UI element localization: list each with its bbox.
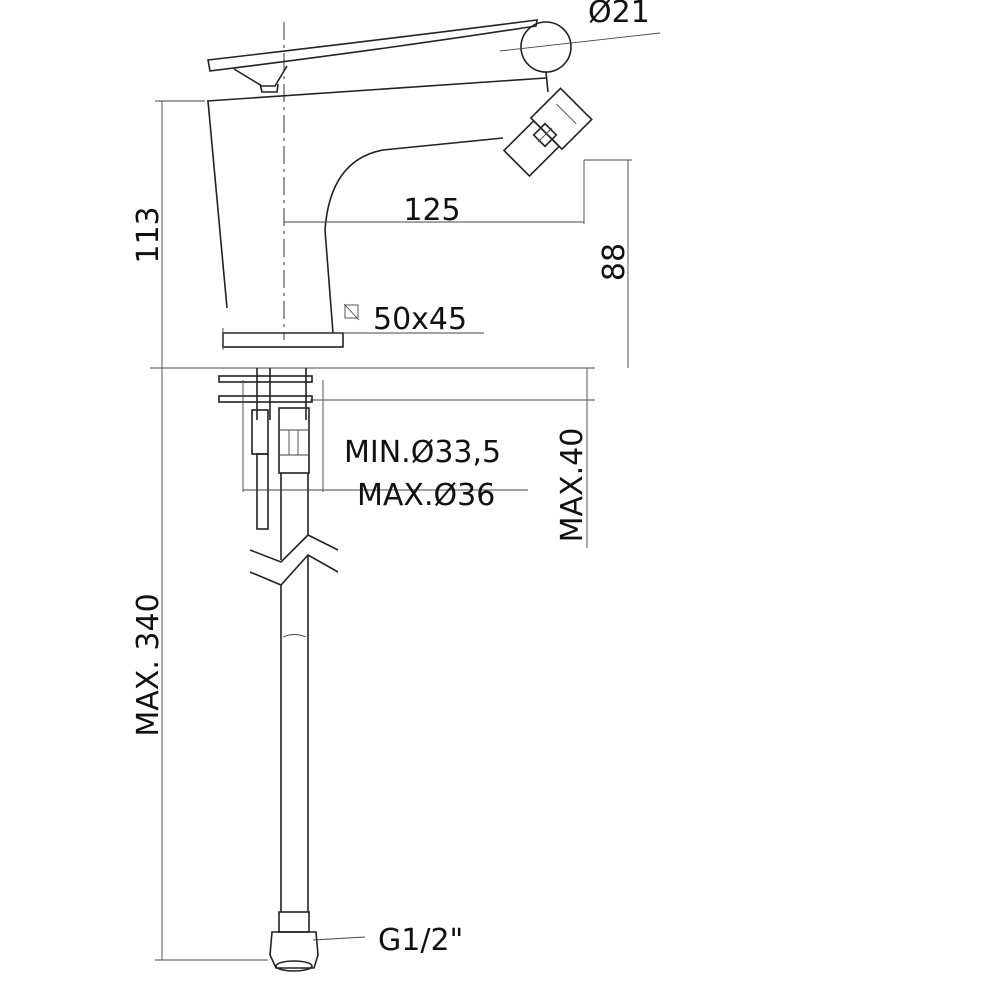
deck-thickness-label: MAX.40 [555, 428, 590, 543]
lever-diameter-label: Ø21 [588, 0, 650, 30]
fixing-assembly [218, 368, 313, 530]
bidet-nozzle [502, 87, 593, 178]
total-height-label: 113 [131, 206, 166, 263]
dimension-lines [155, 100, 632, 961]
hose-length-label: MAX. 340 [131, 593, 166, 736]
connection-label: G1/2" [378, 923, 463, 958]
base-plate [222, 332, 344, 348]
hole-max-label: MAX.Ø36 [357, 478, 495, 513]
mixer-body [206, 71, 549, 334]
hole-min-label: MIN.Ø33,5 [344, 435, 501, 470]
base-size-label: 50x45 [373, 302, 467, 337]
flexible-hose [249, 473, 339, 972]
lever-handle [207, 19, 661, 93]
spout-height-label: 88 [597, 243, 632, 281]
spout-reach-label: 125 [403, 193, 460, 228]
